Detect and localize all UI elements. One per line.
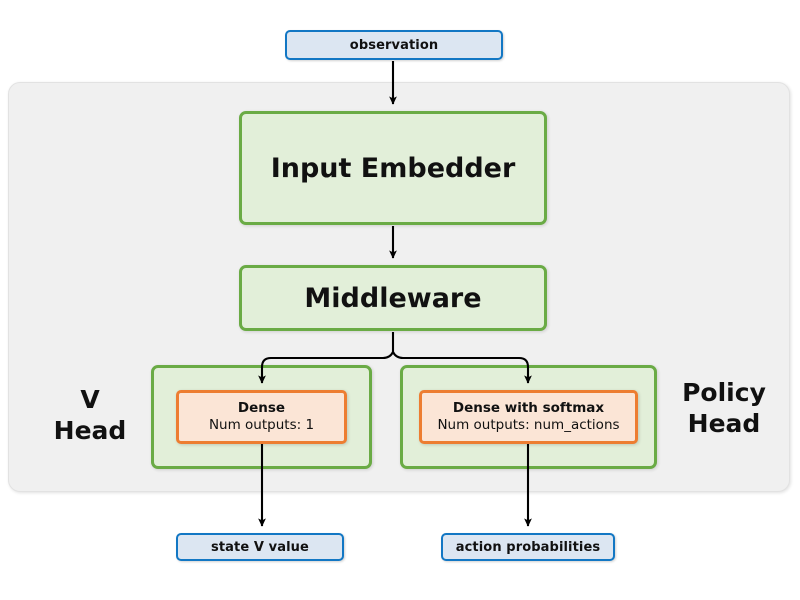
node-v-head-dense[interactable]: Dense Num outputs: 1 [176, 390, 347, 444]
node-state-v-value-label: state V value [211, 539, 309, 555]
node-input-embedder-label: Input Embedder [270, 152, 516, 184]
node-middleware-label: Middleware [304, 282, 482, 314]
node-policy-head-dense[interactable]: Dense with softmax Num outputs: num_acti… [419, 390, 638, 444]
label-v-head-line2: Head [53, 415, 127, 445]
node-action-probabilities-label: action probabilities [455, 539, 601, 555]
node-policy-head-dense-title: Dense with softmax [452, 400, 605, 417]
node-middleware[interactable]: Middleware [239, 265, 547, 331]
node-v-head-dense-subtitle: Num outputs: 1 [208, 417, 315, 433]
label-v-head: V Head [40, 385, 140, 446]
node-policy-head-dense-subtitle: Num outputs: num_actions [437, 417, 620, 433]
node-observation-label: observation [349, 37, 439, 53]
node-state-v-value[interactable]: state V value [176, 533, 344, 561]
node-v-head-dense-title: Dense [237, 400, 286, 417]
node-input-embedder[interactable]: Input Embedder [239, 111, 547, 225]
node-observation[interactable]: observation [285, 30, 503, 60]
label-policy-head: Policy Head [664, 378, 784, 439]
node-action-probabilities[interactable]: action probabilities [441, 533, 615, 561]
label-policy-head-line1: Policy [682, 378, 766, 407]
label-v-head-line1: V [80, 385, 100, 414]
label-policy-head-line2: Head [687, 408, 761, 438]
